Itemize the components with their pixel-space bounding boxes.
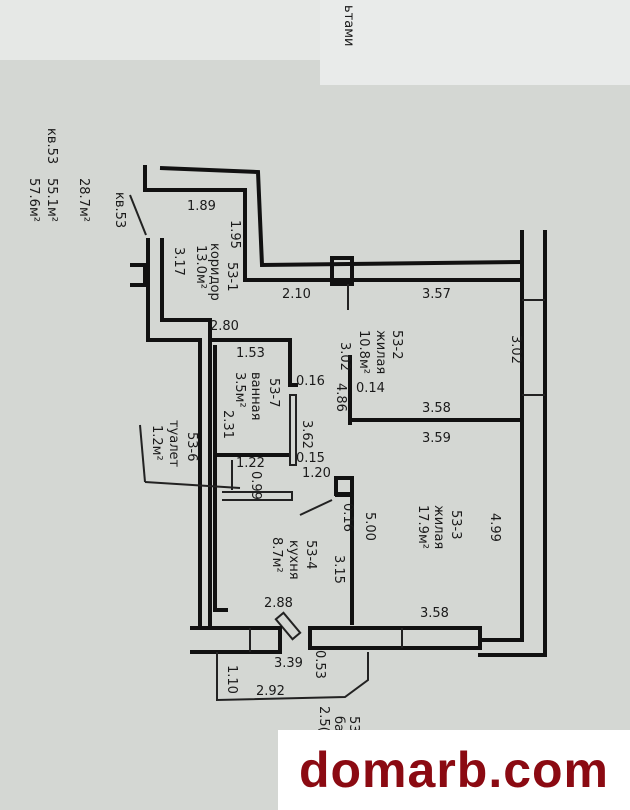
watermark-text: domarb.com [298,742,610,798]
svg-text:53-1: 53-1 [224,262,239,292]
svg-text:3.5м²: 3.5м² [232,372,247,408]
svg-text:2.5(: 2.5( [316,706,331,732]
svg-text:кухня: кухня [286,540,301,580]
svg-text:3.02: 3.02 [508,335,523,364]
svg-text:туалет: туалет [166,420,181,468]
svg-text:1.95: 1.95 [227,220,242,249]
room-53-2: 53-2 жилая 10.8м² [356,330,404,374]
room-balcony: 53 ба 2.5( [316,706,361,733]
svg-text:53-3: 53-3 [448,510,463,540]
svg-text:53-2: 53-2 [389,330,404,360]
svg-text:0.14: 0.14 [356,381,385,396]
svg-text:3.15: 3.15 [331,555,346,584]
svg-text:жилая: жилая [431,505,446,549]
watermark: domarb.com [278,730,630,810]
svg-text:2.88: 2.88 [264,596,293,611]
svg-text:1.2м²: 1.2м² [149,425,164,461]
svg-text:0.16: 0.16 [296,374,325,389]
room-53-3: 53-3 жилая 17.9м² [415,505,463,549]
room-53-7: 53-7 ванная 3.5м² [232,372,281,420]
svg-text:0.15: 0.15 [296,451,325,466]
svg-text:3.58: 3.58 [420,606,449,621]
svg-text:3.59: 3.59 [422,431,451,446]
room-53-1: 53-1 коридор 13.0м² [193,243,239,301]
svg-text:13.0м²: 13.0м² [193,245,208,289]
svg-text:3.58: 3.58 [422,401,451,416]
svg-text:53-7: 53-7 [266,378,281,408]
svg-text:53: 53 [346,716,361,733]
header-card [320,0,630,85]
svg-text:4.99: 4.99 [487,513,502,542]
svg-text:3.17: 3.17 [171,247,186,276]
svg-text:17.9м²: 17.9м² [415,505,430,549]
svg-text:2.92: 2.92 [256,684,285,699]
svg-text:3.39: 3.39 [274,656,303,671]
svg-text:0.16: 0.16 [340,503,355,532]
svg-text:1.89: 1.89 [187,199,216,214]
svg-text:2.80: 2.80 [210,319,239,334]
svg-text:ванная: ванная [248,372,263,420]
room-53-4: 53-4 кухня 8.7м² [269,537,318,580]
paper-edge [0,0,340,60]
entrance-label: кв.53 [112,192,127,228]
svg-text:1.53: 1.53 [236,346,265,361]
header-card-text: ьтами [341,5,356,46]
dimension-labels: 1.89 1.95 3.17 2.10 3.57 3.02 2.80 1.53 … [171,199,523,699]
svg-text:0.99: 0.99 [248,471,263,500]
leader-line [129,194,147,236]
svg-text:жилая: жилая [373,330,388,374]
summary-total-area: 55.1м² [44,178,59,222]
svg-text:0.53: 0.53 [312,650,327,679]
svg-text:53-6: 53-6 [184,432,199,462]
summary-apartment: кв.53 [44,128,59,164]
svg-text:3.57: 3.57 [422,287,451,302]
svg-text:1.22: 1.22 [236,456,265,471]
svg-text:4.86: 4.86 [333,383,348,412]
svg-text:10.8м²: 10.8м² [356,330,371,374]
svg-text:3.02: 3.02 [337,342,352,371]
svg-text:2.31: 2.31 [220,410,235,439]
svg-text:1.10: 1.10 [224,665,239,694]
svg-text:53-4: 53-4 [303,540,318,570]
svg-text:ба: ба [331,716,346,732]
svg-text:3.62: 3.62 [299,420,314,449]
svg-text:коридор: коридор [207,243,222,301]
svg-text:5.00: 5.00 [362,512,377,541]
svg-text:2.10: 2.10 [282,287,311,302]
svg-text:1.20: 1.20 [302,466,331,481]
summary-living-area: 28.7м² [76,178,91,222]
room-53-6: 53-6 туалет 1.2м² [139,420,241,489]
svg-text:8.7м²: 8.7м² [269,537,284,573]
summary-balcony-area: 57.6м² [26,178,41,222]
